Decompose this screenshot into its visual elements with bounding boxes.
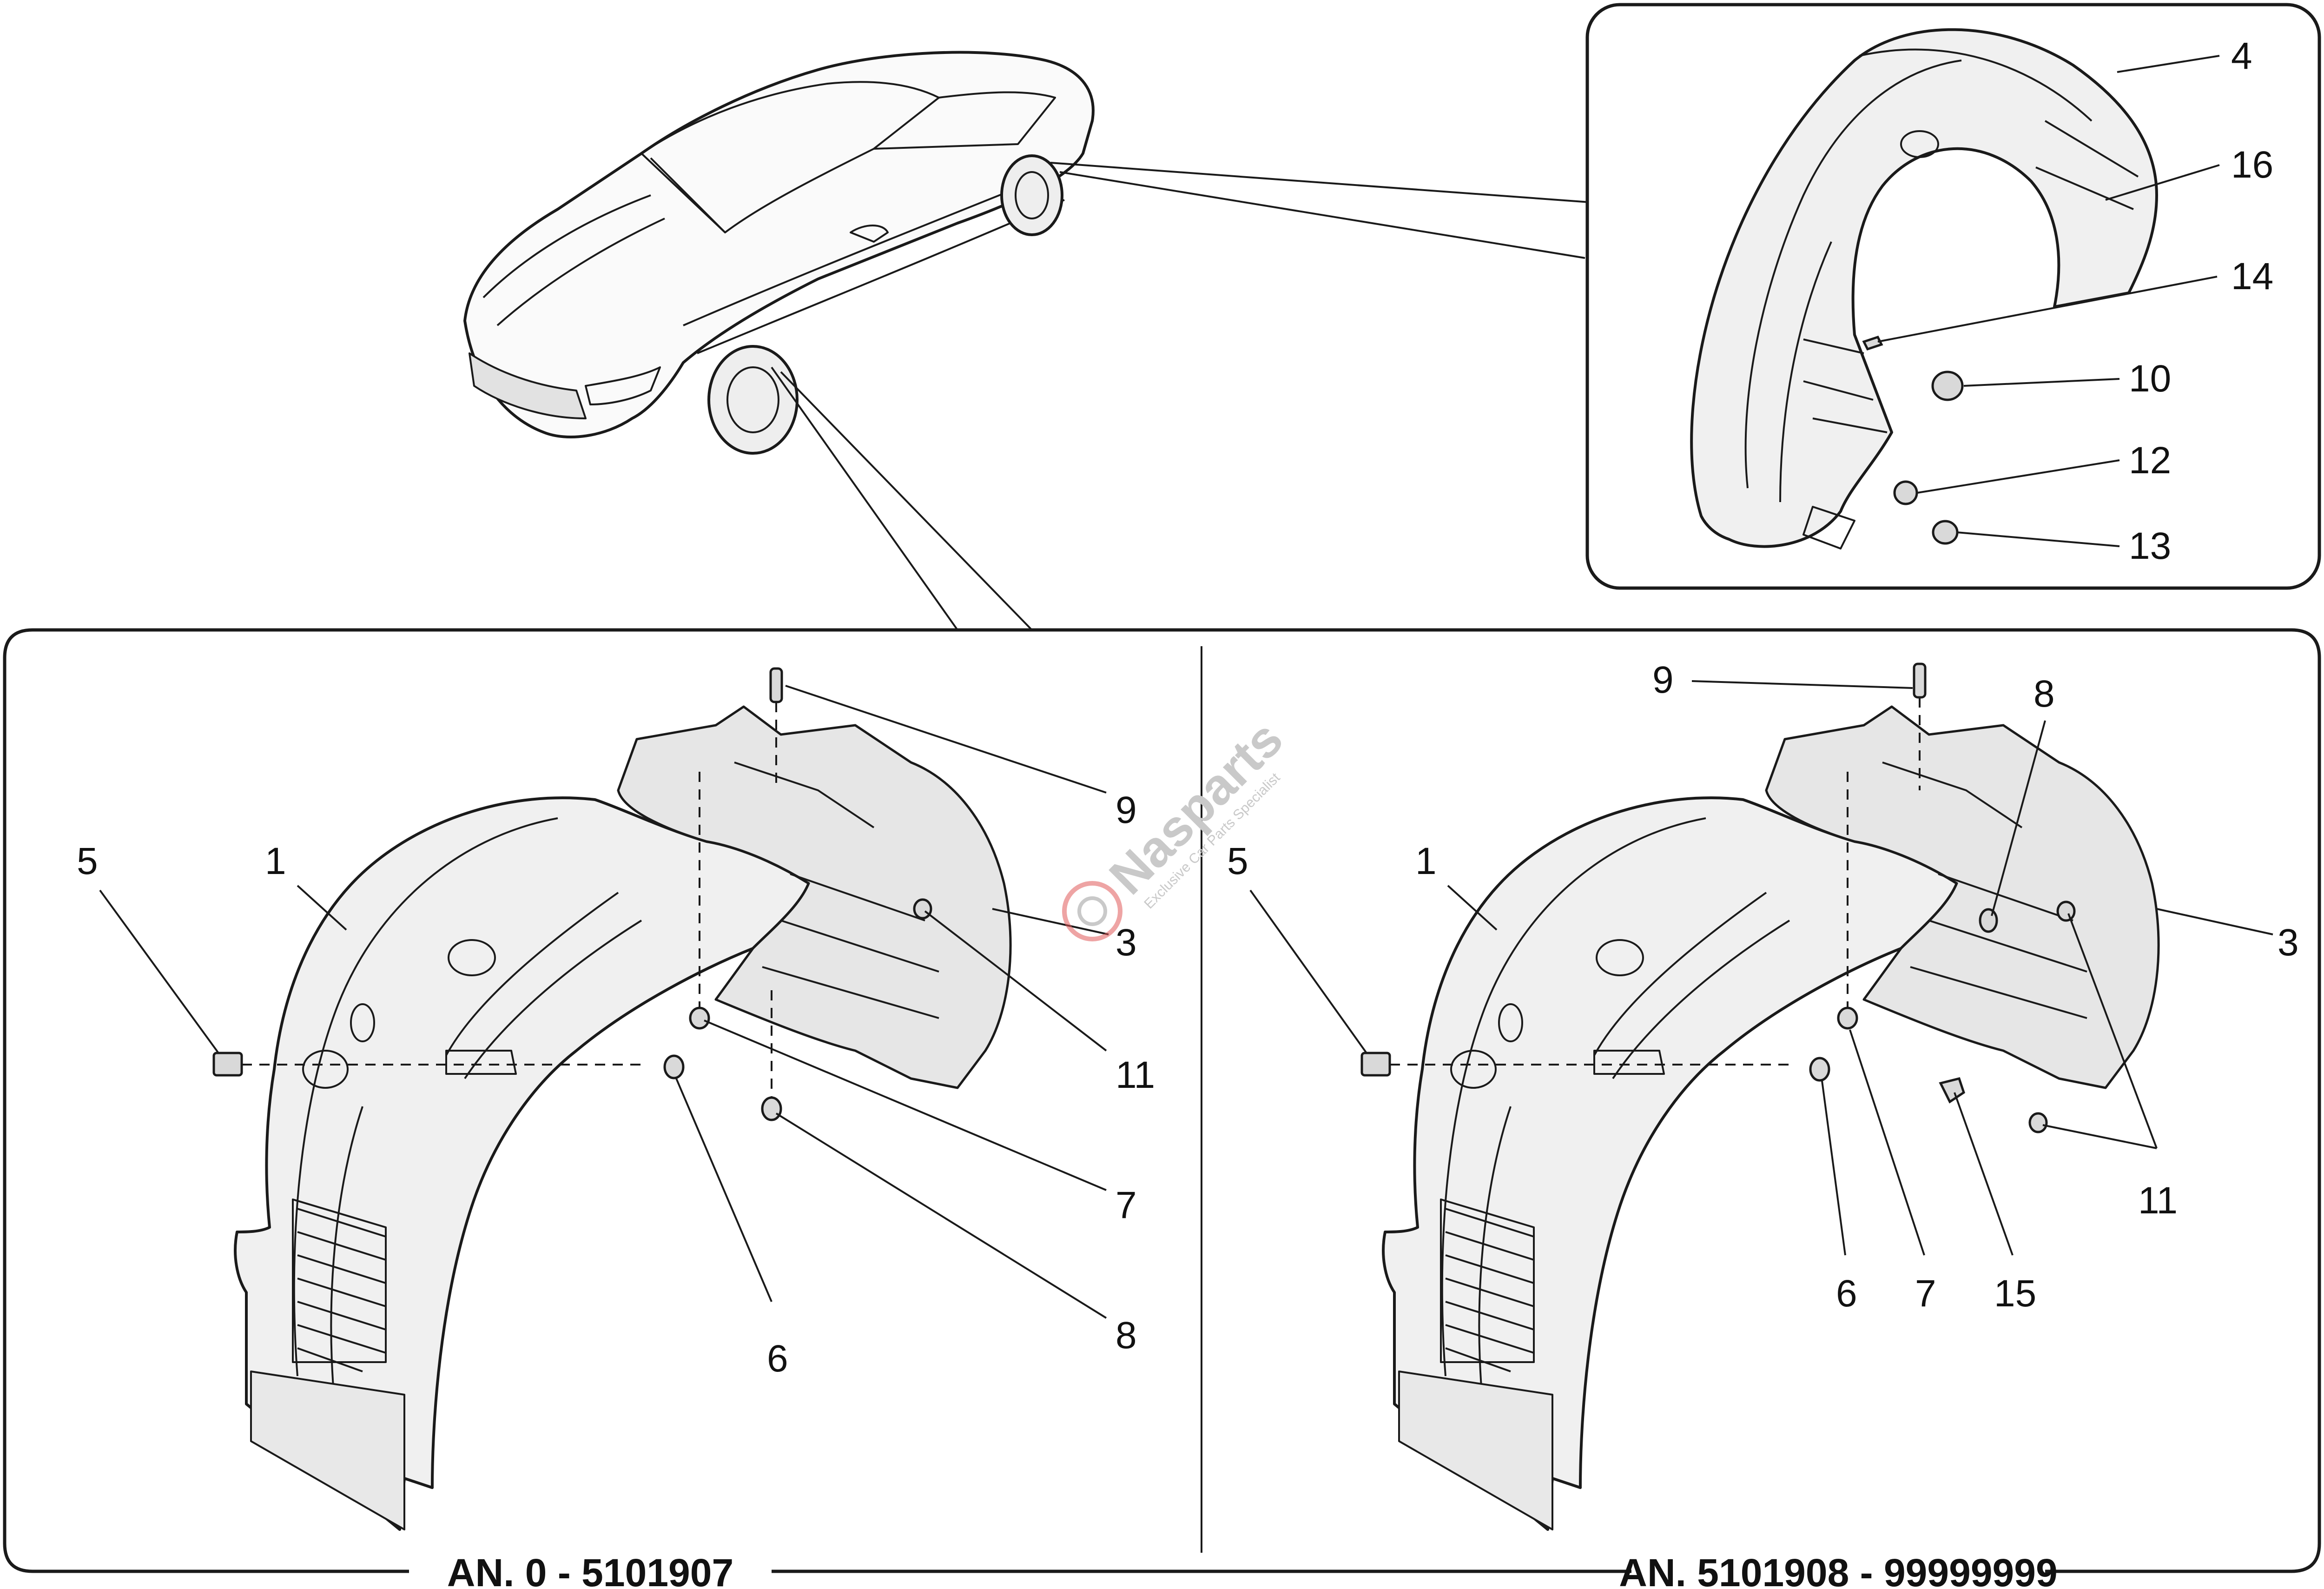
clip-part-5 [212, 1052, 243, 1077]
clip-part-15 [1939, 1077, 1965, 1104]
screw-part-11b-right [2028, 1112, 2048, 1133]
callout-right-8: 8 [2034, 673, 2055, 715]
right-fasteners [1360, 662, 2076, 1133]
callout-4: 4 [2231, 35, 2252, 77]
rear-wheel-liner-drawing [1690, 28, 2158, 550]
callout-right-3: 3 [2278, 921, 2299, 964]
callout-right-6: 6 [1836, 1272, 1857, 1315]
callout-right-15: 15 [1994, 1272, 2036, 1315]
callout-14: 14 [2231, 255, 2273, 298]
screw-part-7 [689, 1006, 710, 1030]
callout-right-1: 1 [1415, 840, 1437, 882]
callout-13: 13 [2129, 525, 2171, 567]
screw-part-11 [913, 898, 932, 920]
callout-left-9: 9 [1116, 789, 1137, 831]
callout-left-8: 8 [1116, 1314, 1137, 1357]
screw-part-8-right [1979, 908, 1998, 933]
callout-10: 10 [2129, 358, 2171, 400]
screw-part-7-right [1837, 1006, 1858, 1030]
callout-left-7: 7 [1116, 1184, 1137, 1226]
callout-left-1: 1 [265, 840, 286, 882]
callout-right-11: 11 [2138, 1179, 2178, 1222]
main-leader-left [771, 366, 958, 631]
watermark-logo-icon [1062, 881, 1122, 941]
callout-left-6: 6 [767, 1337, 788, 1380]
caption-left: AN. 0 - 5101907 [447, 1551, 733, 1589]
callout-12: 12 [2129, 439, 2171, 482]
callout-left-11: 11 [1116, 1054, 1155, 1096]
stud-part-9-right [1913, 662, 1927, 699]
clip-part-5-right [1360, 1052, 1391, 1077]
screw-part-6 [663, 1054, 685, 1079]
callout-left-5: 5 [77, 840, 98, 882]
nut-part-10 [1931, 371, 1964, 401]
nut-part-13 [1932, 520, 1959, 545]
caption-right: AN. 5101908 - 99999999 [1619, 1551, 2057, 1589]
nut-part-12 [1893, 480, 1918, 505]
left-fasteners [212, 667, 932, 1121]
stud-part-9 [769, 667, 783, 703]
front-wheel-liner-left-drawing [234, 705, 1012, 1531]
callout-16: 16 [2231, 144, 2273, 186]
screw-part-11a-right [2056, 900, 2076, 922]
callout-right-5: 5 [1227, 840, 1248, 882]
callout-right-9: 9 [1652, 659, 1674, 701]
car-overview-illustration [463, 51, 1095, 455]
screw-part-14 [1862, 335, 1883, 351]
main-leader-right [780, 371, 1033, 631]
inset-leader-upper [1050, 162, 1590, 203]
screw-part-8 [761, 1096, 782, 1121]
screw-part-6-right [1809, 1057, 1830, 1082]
inset-leader-lower [1059, 171, 1585, 259]
callout-right-7: 7 [1915, 1272, 1936, 1315]
callout-left-3: 3 [1116, 921, 1137, 964]
front-wheel-liner-right-drawing [1382, 705, 2160, 1531]
